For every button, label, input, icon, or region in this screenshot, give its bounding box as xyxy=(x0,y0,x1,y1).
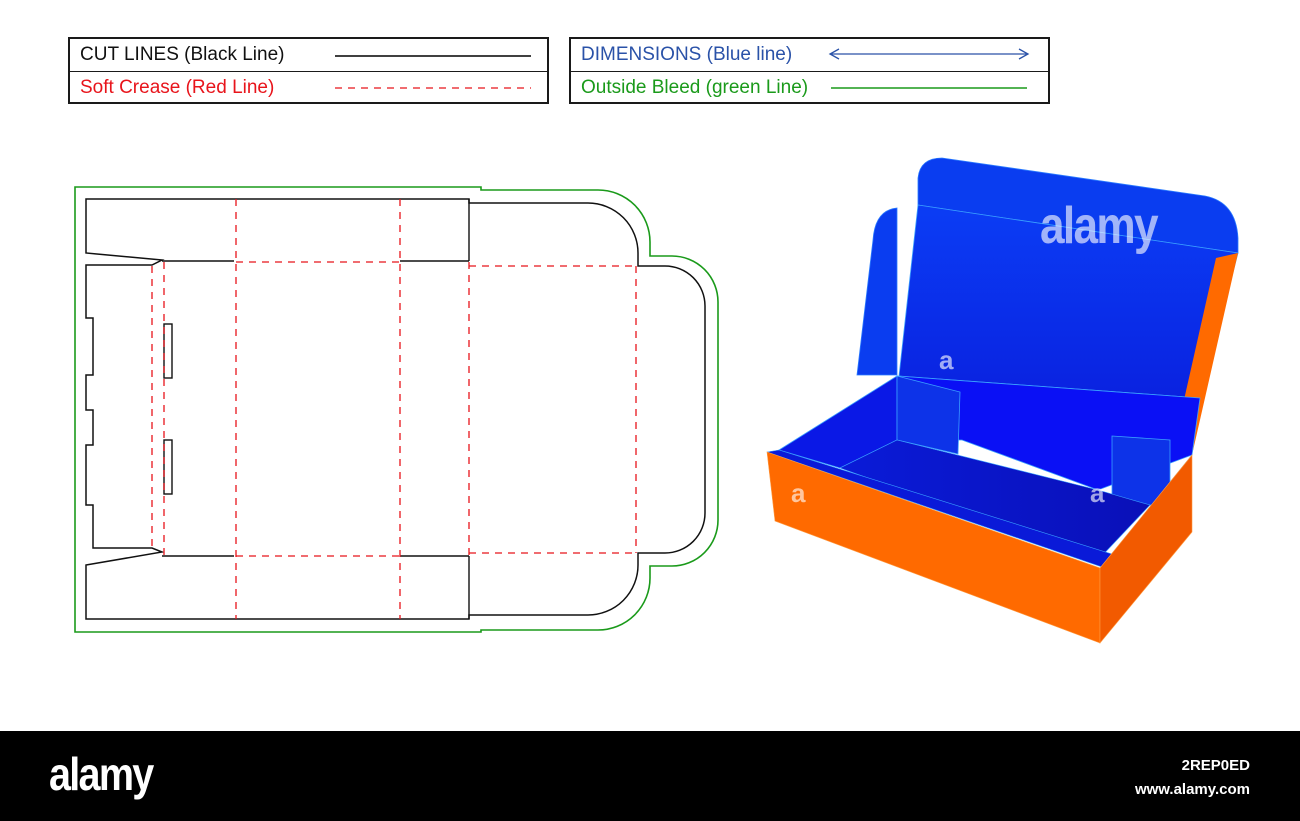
slot-bottom xyxy=(163,439,173,495)
outside-bleed-outline xyxy=(74,186,719,633)
watermark-mark-front: a xyxy=(791,478,806,508)
legend-box-right: DIMENSIONS (Blue line) Outside Bleed (gr… xyxy=(569,37,1050,104)
soft-crease-lines xyxy=(151,199,637,619)
dimensions-label: DIMENSIONS (Blue line) xyxy=(581,44,793,65)
lid-left-flap xyxy=(856,207,898,376)
cut-line-outline xyxy=(85,198,706,620)
legend-row-soft-crease: Soft Crease (Red Line) xyxy=(70,71,547,104)
footer-bar: alamy 2REP0ED www.alamy.com xyxy=(0,731,1300,821)
watermark-mark-inner: a xyxy=(1090,478,1105,508)
legend-row-cut-lines: CUT LINES (Black Line) xyxy=(70,39,547,71)
soft-crease-label: Soft Crease (Red Line) xyxy=(80,77,275,98)
footer-info: 2REP0ED www.alamy.com xyxy=(1135,754,1250,802)
dieline-drawing xyxy=(74,186,719,633)
soft-crease-sample xyxy=(335,87,531,89)
watermark-mark-lid: a xyxy=(939,345,954,375)
legend-row-outside-bleed: Outside Bleed (green Line) xyxy=(571,71,1048,104)
legend-row-dimensions: DIMENSIONS (Blue line) xyxy=(571,39,1048,71)
cut-line-sample xyxy=(335,55,531,57)
inner-dust-flap-left xyxy=(896,375,961,455)
legend-box-left: CUT LINES (Black Line) Soft Crease (Red … xyxy=(68,37,549,104)
dimension-arrow-sample xyxy=(828,48,1030,60)
lid-tuck-flap xyxy=(917,157,1239,254)
outside-bleed-label: Outside Bleed (green Line) xyxy=(581,77,809,98)
right-face xyxy=(1099,454,1193,644)
cut-lines-label: CUT LINES (Black Line) xyxy=(80,44,285,65)
footer-logo[interactable]: alamy xyxy=(49,748,154,800)
slot-top xyxy=(163,323,173,379)
box-3d-illustration xyxy=(766,157,1239,644)
watermark-logo: alamy xyxy=(1040,197,1159,255)
site-url[interactable]: www.alamy.com xyxy=(1134,781,1250,798)
outside-bleed-sample xyxy=(831,87,1027,89)
image-id: 2REP0ED xyxy=(1181,757,1250,774)
